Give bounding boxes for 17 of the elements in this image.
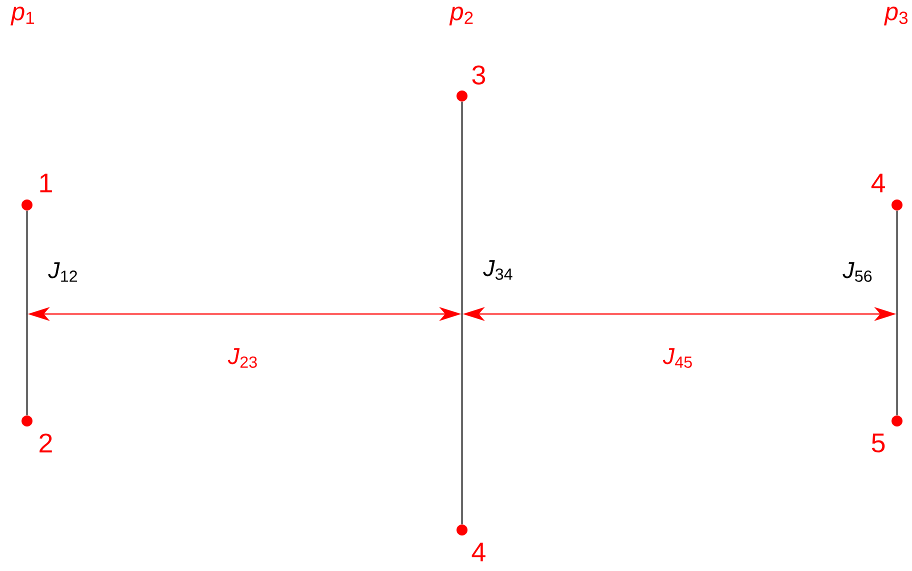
group-label: p$_{2}$	[449, 6, 473, 26]
point-number: 4	[472, 542, 486, 562]
point-number: 1	[40, 174, 52, 192]
point-number: 3	[472, 65, 486, 85]
group-label: p$_{1}$	[10, 6, 34, 26]
connector-line	[461, 102, 463, 524]
point-number: 4	[871, 174, 886, 192]
edge-label: J$_{23}$	[228, 348, 257, 368]
connector-line	[26, 210, 28, 416]
group-label: p$_{3}$	[884, 6, 908, 26]
point-number: 2	[40, 434, 52, 452]
edge-label: J$_{56}$	[842, 262, 872, 282]
point-number: 5	[872, 434, 885, 452]
edge-label: J$_{45}$	[662, 348, 692, 368]
edge-label: J$_{12}$	[48, 262, 77, 282]
edge-label: J$_{34}$	[483, 260, 512, 280]
connector-line	[896, 210, 898, 416]
